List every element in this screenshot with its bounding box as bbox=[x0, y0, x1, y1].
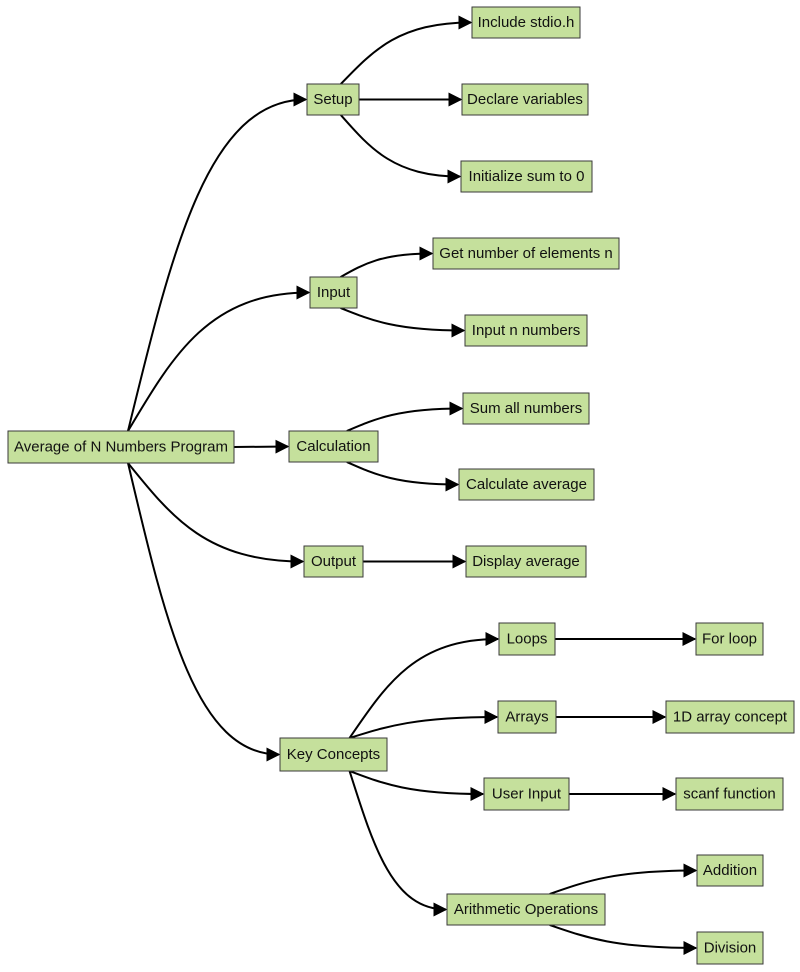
node-forloop: For loop bbox=[695, 622, 764, 656]
node-output: Output bbox=[303, 545, 364, 578]
node-getn-label: Get number of elements n bbox=[439, 245, 612, 262]
node-arith: Arithmetic Operations bbox=[446, 893, 606, 926]
node-userinput: User Input bbox=[483, 777, 570, 811]
edge-key-to-userinput bbox=[349, 770, 485, 801]
edge-setup-to-include bbox=[340, 15, 473, 85]
node-division: Division bbox=[696, 931, 764, 965]
edge-input-to-getn bbox=[340, 246, 434, 278]
node-include-label: Include stdio.h bbox=[478, 14, 575, 31]
edge-root-to-input bbox=[127, 285, 311, 432]
node-layer: Average of N Numbers Program Setup Inclu… bbox=[7, 6, 795, 965]
node-forloop-label: For loop bbox=[702, 631, 757, 648]
node-userinput-label: User Input bbox=[492, 786, 562, 803]
node-output-label: Output bbox=[311, 553, 357, 570]
node-avg: Calculate average bbox=[458, 468, 595, 501]
edge-layer bbox=[127, 15, 698, 955]
node-addition: Addition bbox=[696, 854, 764, 887]
node-addition-label: Addition bbox=[703, 862, 757, 879]
node-setup-label: Setup bbox=[313, 91, 352, 108]
node-inputn-label: Input n numbers bbox=[472, 322, 580, 339]
node-sum: Sum all numbers bbox=[462, 392, 590, 425]
node-declare: Declare variables bbox=[461, 83, 589, 116]
node-arith-label: Arithmetic Operations bbox=[454, 901, 598, 918]
node-display: Display average bbox=[465, 545, 587, 578]
edge-root-to-output bbox=[127, 462, 305, 569]
edge-calc-to-sum bbox=[346, 401, 464, 432]
node-avg-label: Calculate average bbox=[466, 476, 587, 493]
node-array1d-label: 1D array concept bbox=[673, 709, 788, 726]
node-init: Initialize sum to 0 bbox=[460, 160, 593, 193]
node-inputn: Input n numbers bbox=[464, 314, 588, 347]
node-division-label: Division bbox=[704, 940, 757, 957]
node-sum-label: Sum all numbers bbox=[470, 400, 583, 417]
edge-arith-to-division bbox=[549, 924, 698, 955]
node-key: Key Concepts bbox=[279, 737, 388, 772]
edge-arith-to-addition bbox=[549, 863, 698, 895]
node-root: Average of N Numbers Program bbox=[7, 430, 235, 464]
node-arrays-label: Arrays bbox=[505, 709, 548, 726]
node-array1d: 1D array concept bbox=[665, 700, 795, 734]
node-root-label: Average of N Numbers Program bbox=[14, 439, 228, 456]
node-calc: Calculation bbox=[288, 430, 379, 463]
edge-key-to-arith bbox=[348, 770, 448, 917]
node-scanf-label: scanf function bbox=[683, 786, 776, 803]
edge-calc-to-avg bbox=[346, 461, 460, 492]
edge-root-to-setup bbox=[127, 92, 308, 432]
node-calc-label: Calculation bbox=[296, 438, 370, 455]
node-setup: Setup bbox=[306, 83, 360, 116]
node-input: Input bbox=[309, 276, 358, 309]
node-key-label: Key Concepts bbox=[287, 746, 380, 763]
node-getn: Get number of elements n bbox=[432, 237, 620, 270]
edge-root-to-key bbox=[127, 462, 281, 762]
node-loops: Loops bbox=[498, 622, 556, 656]
edge-root-to-calc bbox=[233, 439, 290, 454]
node-include: Include stdio.h bbox=[471, 6, 581, 39]
node-display-label: Display average bbox=[472, 553, 580, 570]
node-init-label: Initialize sum to 0 bbox=[469, 168, 585, 185]
node-arrays: Arrays bbox=[497, 700, 557, 734]
edge-setup-to-init bbox=[340, 114, 462, 184]
edge-input-to-inputn bbox=[340, 307, 466, 338]
node-scanf: scanf function bbox=[675, 777, 784, 811]
node-loops-label: Loops bbox=[507, 631, 548, 648]
node-declare-label: Declare variables bbox=[467, 91, 583, 108]
edge-key-to-arrays bbox=[349, 710, 499, 739]
edge-key-to-loops bbox=[348, 632, 500, 739]
node-input-label: Input bbox=[317, 284, 351, 301]
